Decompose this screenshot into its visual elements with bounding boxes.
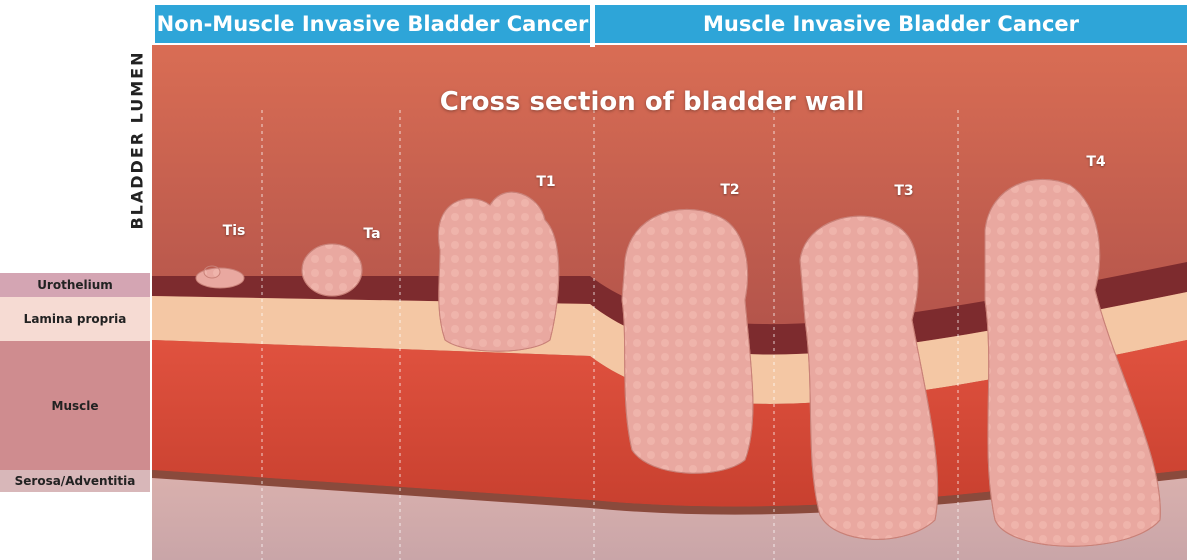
layer-label-muscle: Muscle <box>0 341 150 470</box>
non-muscle-invasive-banner: Non-Muscle Invasive Bladder Cancer <box>155 5 590 43</box>
tumor-t1 <box>438 192 558 351</box>
stage-label-tis: Tis <box>223 223 246 239</box>
bladder-lumen-label: BLADDER LUMEN <box>128 50 147 229</box>
stage-label-t4: T4 <box>1086 154 1105 170</box>
tumor-t2 <box>622 209 753 473</box>
stage-label-t2: T2 <box>720 182 739 198</box>
layer-label-lamina-propria: Lamina propria <box>0 297 150 341</box>
layer-label-urothelium: Urothelium <box>0 273 150 297</box>
muscle-invasive-banner: Muscle Invasive Bladder Cancer <box>595 5 1187 43</box>
tumor-t3 <box>800 216 938 539</box>
layer-label-serosa: Serosa/Adventitia <box>0 470 150 492</box>
stage-label-t3: T3 <box>894 183 913 199</box>
diagram-title: Cross section of bladder wall <box>440 87 864 117</box>
stage-label-t1: T1 <box>536 174 555 190</box>
stage-label-ta: Ta <box>363 226 380 242</box>
tumor-ta <box>302 244 362 296</box>
